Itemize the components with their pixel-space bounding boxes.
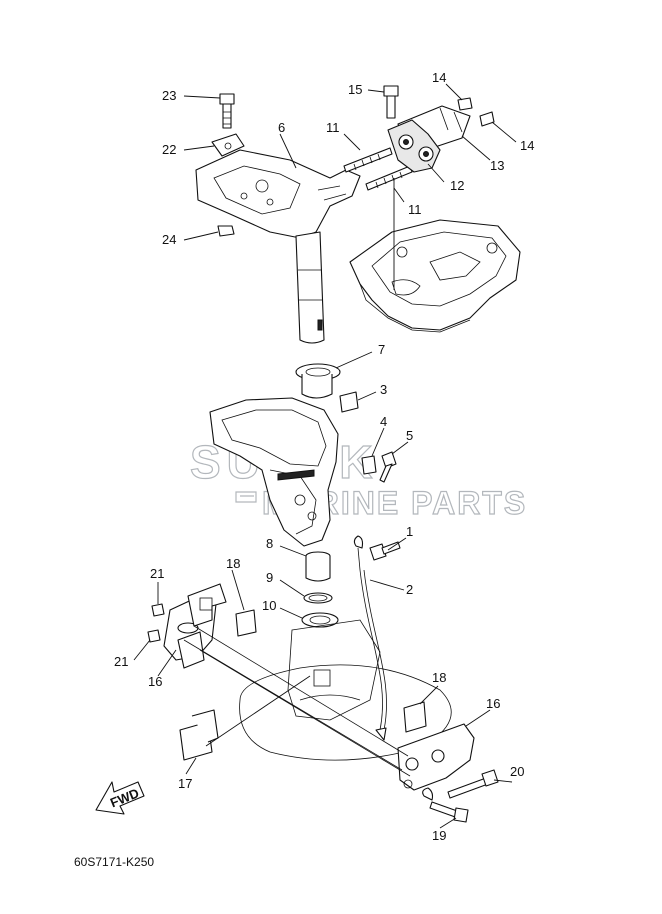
- stud-11-lower: [365, 165, 413, 191]
- callout-21-upper: 21: [150, 566, 164, 581]
- callout-16-right: 16: [486, 696, 500, 711]
- nut-14-b: [479, 111, 495, 127]
- callout-11-lower: 11: [408, 202, 422, 217]
- grommet-8: [305, 551, 331, 582]
- callout-7: 7: [378, 342, 385, 357]
- callout-14-upper: 14: [432, 70, 446, 85]
- callout-5: 5: [406, 428, 413, 443]
- bolt-19: [429, 801, 469, 823]
- callout-22: 22: [162, 142, 176, 157]
- steering-bracket-6: [195, 149, 361, 344]
- callout-19: 19: [432, 828, 446, 843]
- callout-13: 13: [490, 158, 504, 173]
- tilt-tube: [183, 625, 411, 777]
- plate-22: [211, 133, 245, 157]
- callout-14-right: 14: [520, 138, 534, 153]
- clamp-bracket-16-right: [397, 723, 475, 791]
- callout-15: 15: [348, 82, 362, 97]
- bushing-7: [295, 363, 341, 399]
- callout-2: 2: [406, 582, 413, 597]
- nut-21-upper: [151, 603, 165, 617]
- callout-3: 3: [380, 382, 387, 397]
- callout-1: 1: [406, 524, 413, 539]
- callout-10: 10: [262, 598, 276, 613]
- bolt-5: [379, 451, 397, 483]
- callout-9: 9: [266, 570, 273, 585]
- swivel-bracket: [209, 397, 339, 547]
- bolt-15: [383, 85, 399, 119]
- diagram-code: 60S7171-K250: [74, 855, 154, 869]
- callout-12: 12: [450, 178, 464, 193]
- pad-18-right: [403, 701, 427, 733]
- pad-17: [179, 709, 219, 761]
- plate-3: [339, 391, 359, 413]
- callout-18-left: 18: [226, 556, 240, 571]
- plug-4: [361, 455, 377, 475]
- bolt-23: [219, 93, 235, 129]
- leader-lines: [133, 83, 517, 829]
- pad-18-left: [235, 609, 257, 637]
- stud-11-upper: [343, 147, 393, 173]
- callout-6: 6: [278, 120, 285, 135]
- clamp-cushion-rear: [187, 583, 227, 627]
- seal-10: [301, 612, 339, 628]
- callout-labels: 23 22 6 11 15 14 14 13 12 11 24 7 3 4 5 …: [114, 70, 534, 843]
- nut-14-a: [457, 97, 473, 111]
- callout-24: 24: [162, 232, 176, 247]
- ground-wire-2: [353, 535, 387, 741]
- nut-24: [217, 225, 235, 237]
- callout-23: 23: [162, 88, 176, 103]
- callout-21-lower: 21: [114, 654, 128, 669]
- ground-terminal: [422, 787, 434, 801]
- mount-rubber-12: [387, 119, 441, 173]
- nut-21-lower: [147, 629, 161, 643]
- callout-17: 17: [178, 776, 192, 791]
- callout-8: 8: [266, 536, 273, 551]
- callout-11-upper: 11: [326, 120, 340, 135]
- callout-16-left: 16: [148, 674, 162, 689]
- callout-4: 4: [380, 414, 387, 429]
- bolt-20: [447, 769, 499, 799]
- watermark-logo-icon: [235, 491, 257, 503]
- callout-20: 20: [510, 764, 524, 779]
- fwd-arrow-icon: FWD: [95, 781, 145, 815]
- callout-18-right: 18: [432, 670, 446, 685]
- o-ring-9: [303, 592, 333, 604]
- lower-casing-outline: [239, 619, 452, 761]
- engine-mount-casting: [349, 219, 521, 333]
